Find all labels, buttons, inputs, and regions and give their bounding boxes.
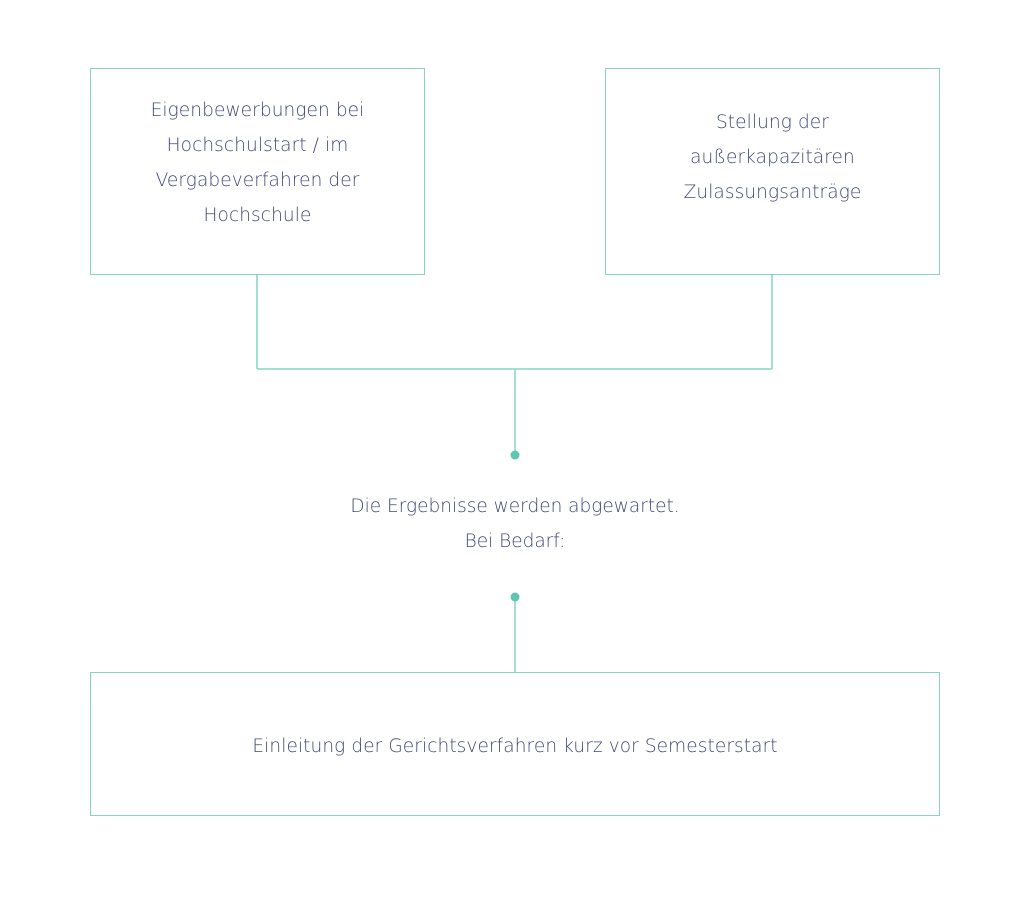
box-text-line: Hochschulstart / im	[166, 134, 349, 156]
box-text-line: Vergabeverfahren der	[155, 169, 360, 191]
step-box-extra-capacity-applications-text: Stellung der außerkapazitären Zulassungs…	[684, 105, 862, 210]
step-box-court-proceedings: Einleitung der Gerichtsverfahren kurz vo…	[90, 672, 940, 816]
step-box-court-proceedings-text: Einleitung der Gerichtsverfahren kurz vo…	[252, 729, 777, 764]
box-text-line: Einleitung der Gerichtsverfahren kurz vo…	[252, 735, 778, 757]
box-text-line: Stellung der	[715, 112, 829, 133]
connector-dot-upper	[510, 450, 520, 460]
step-box-self-application-text: Eigenbewerbungen bei Hochschulstart / im…	[151, 93, 365, 233]
box-text-line: Hochschule	[203, 204, 312, 226]
middle-text-line: Die Ergebnisse werden abgewartet.	[350, 496, 680, 517]
step-box-extra-capacity-applications: Stellung der außerkapazitären Zulassungs…	[605, 68, 940, 275]
step-box-self-application: Eigenbewerbungen bei Hochschulstart / im…	[90, 68, 425, 275]
wait-for-results-text: Die Ergebnisse werden abgewartet. Bei Be…	[0, 489, 1030, 559]
box-text-line: Eigenbewerbungen bei	[150, 99, 365, 121]
box-text-line: außerkapazitären	[690, 147, 855, 168]
connector-dot-lower	[510, 592, 520, 602]
box-text-line: Zulassungsanträge	[683, 182, 862, 203]
middle-text-line: Bei Bedarf:	[464, 531, 566, 552]
